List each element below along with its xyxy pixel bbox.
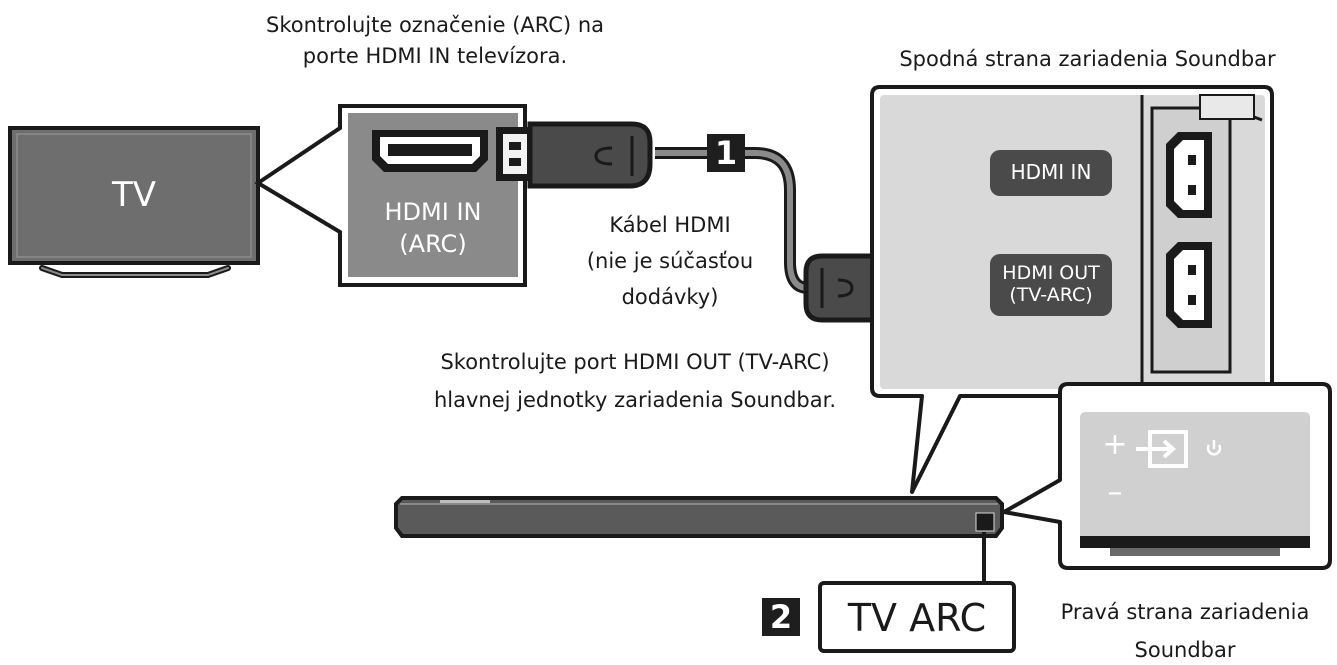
soundbar-bottom-caption: Spodná strana zariadenia Soundbar <box>899 47 1276 71</box>
tv-port-note: Skontrolujte označenie (ARC) na porte HD… <box>265 13 605 68</box>
cable-caption: Kábel HDMI (nie je súčasťou dodávky) <box>586 213 754 309</box>
soundbar-right-side-callout <box>1002 382 1332 570</box>
tv-label: TV <box>111 175 157 215</box>
tv-illustration <box>8 126 260 278</box>
soundbar-port-note: Skontrolujte port HDMI OUT (TV-ARC) hlav… <box>433 350 837 412</box>
tv-port-label: HDMI IN (ARC) <box>384 198 482 258</box>
tv-arc-label: TV ARC <box>847 596 987 640</box>
step-2-badge: 2 <box>762 598 800 636</box>
source-input-icon <box>1136 430 1188 468</box>
tv-arc-label-box <box>818 581 1016 653</box>
step-1-badge: 1 <box>707 134 745 172</box>
hdmi-port-icon <box>372 130 488 172</box>
soundbar-hdmi-out-port-icon <box>1166 242 1212 328</box>
soundbar-hdmi-out-label: HDMI OUT (TV-ARC) <box>1002 262 1100 306</box>
volume-plus-symbol: + <box>1102 427 1128 462</box>
volume-minus-symbol: – <box>1107 475 1123 510</box>
soundbar-illustration <box>394 496 1004 584</box>
soundbar-right-side-caption: Pravá strana zariadenia Soundbar <box>1060 600 1310 662</box>
soundbar-hdmi-in-port-icon <box>1166 132 1212 218</box>
soundbar-hdmi-in-label: HDMI IN <box>1010 160 1092 184</box>
power-icon <box>1206 440 1222 456</box>
hdmi-plug-icon <box>496 121 653 189</box>
